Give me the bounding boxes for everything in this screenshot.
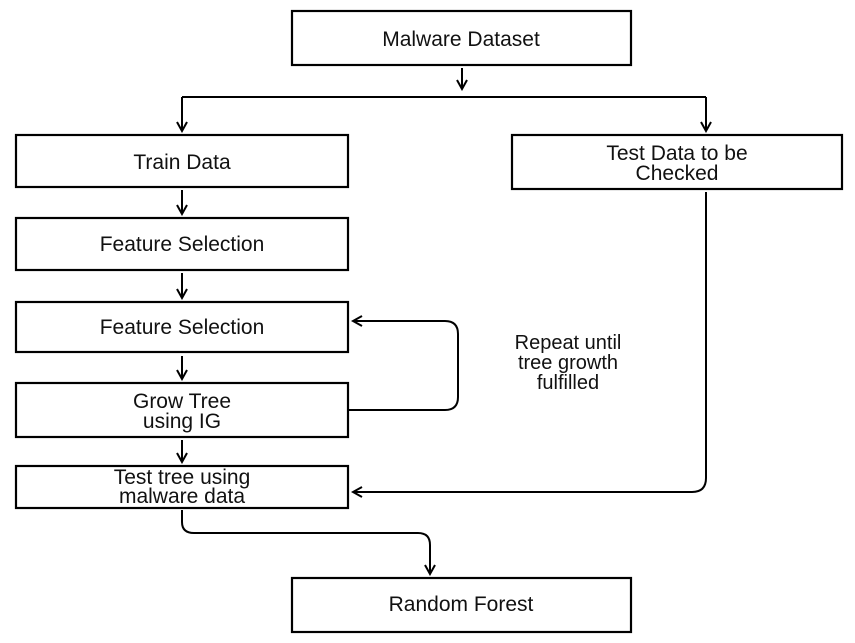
node-test-tree: Test tree using malware data (14, 464, 350, 510)
node-malware-dataset: Malware Dataset (290, 9, 633, 67)
node-random-forest-label: Random Forest (389, 593, 534, 616)
node-random-forest: Random Forest (290, 576, 633, 634)
node-grow-tree-box (14, 381, 350, 439)
node-test-tree-label-line2: malware data (119, 485, 245, 508)
node-feature-selection-1-box (14, 216, 350, 272)
node-test-data-label-line2: Checked (636, 162, 719, 185)
annotation-repeat: Repeat until tree growth fulfilled (515, 332, 622, 394)
connector-test-data-to-test-tree (353, 192, 707, 492)
annotation-repeat-line1: Repeat until (515, 332, 622, 354)
node-feature-selection-2: Feature Selection (14, 300, 350, 354)
node-feature-selection-1: Feature Selection (14, 216, 350, 272)
node-feature-selection-1-label: Feature Selection (100, 233, 265, 256)
node-test-tree-label-line1: Test tree using (114, 466, 251, 489)
loop-grow-to-feature (348, 321, 459, 411)
node-train-data-label: Train Data (133, 151, 231, 174)
node-feature-selection-2-box (14, 300, 350, 354)
node-malware-dataset-label: Malware Dataset (382, 28, 540, 51)
node-test-data-box (510, 133, 844, 191)
node-grow-tree-label-line2: using IG (143, 410, 221, 433)
node-test-tree-box (14, 464, 350, 510)
node-test-data-label-line1: Test Data to be (606, 142, 747, 165)
annotation-repeat-line3: fulfilled (537, 372, 599, 394)
node-test-data: Test Data to be Checked (510, 133, 844, 191)
node-train-data: Train Data (14, 133, 350, 189)
node-grow-tree: Grow Tree using IG (14, 381, 350, 439)
node-grow-tree-label-line1: Grow Tree (133, 390, 231, 413)
connector-test-tree-to-random-forest (181, 510, 430, 574)
node-train-data-box (14, 133, 350, 189)
node-random-forest-box (290, 576, 633, 634)
node-feature-selection-2-label: Feature Selection (100, 316, 265, 339)
node-malware-dataset-box (290, 9, 633, 67)
annotation-repeat-line2: tree growth (518, 352, 618, 374)
